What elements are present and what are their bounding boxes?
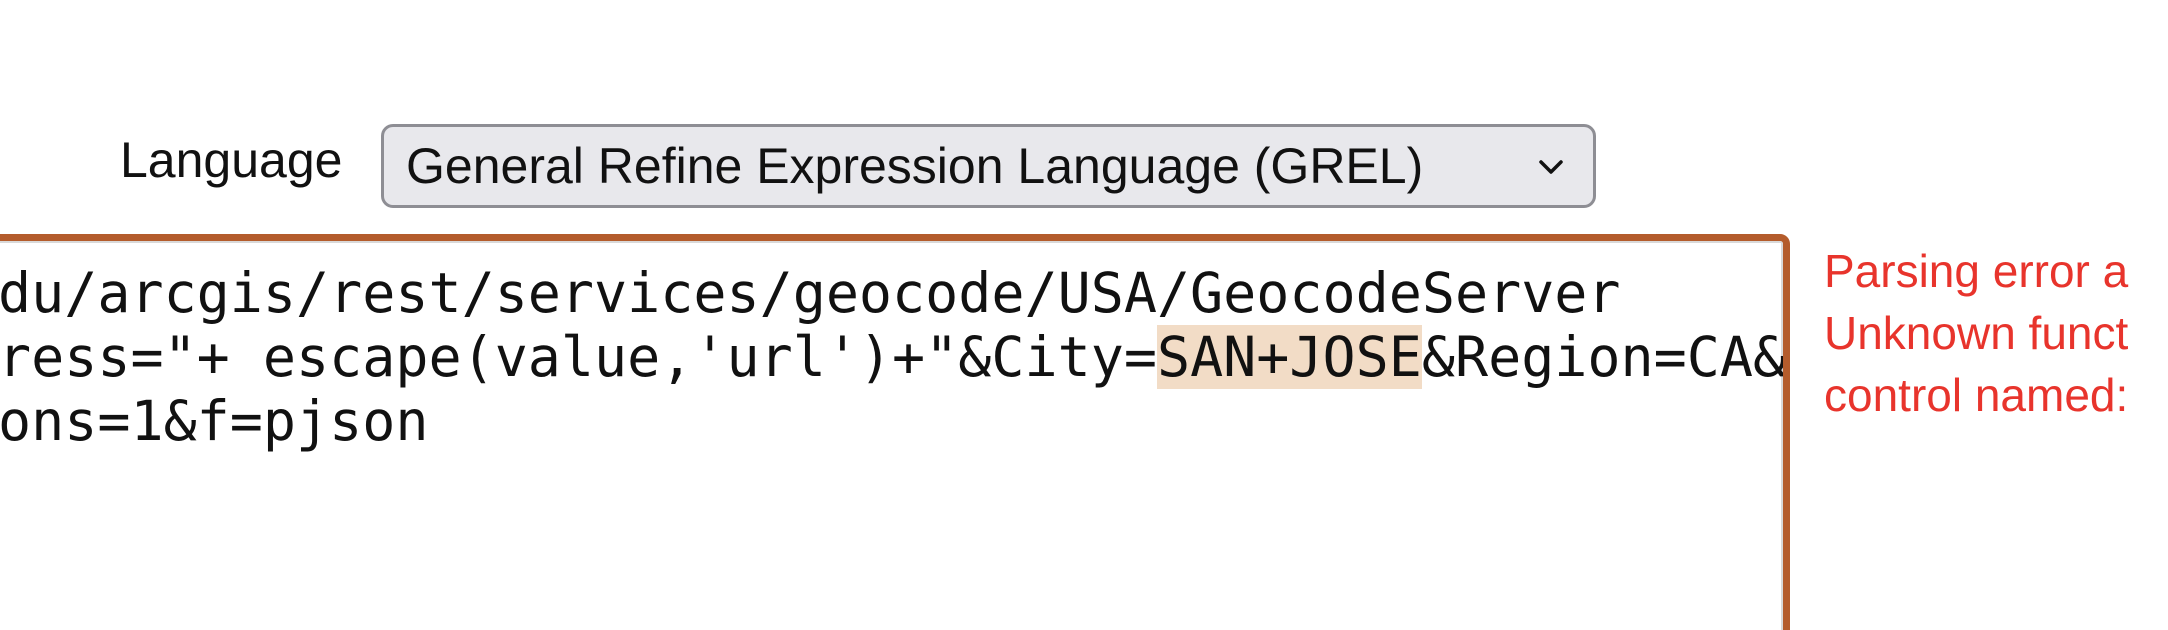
error-message-line-3: control named:: [1824, 369, 2129, 421]
error-message-line-2: Unknown funct: [1824, 307, 2129, 359]
code-line-1: du/arcgis/rest/services/geocode/USA/Geoc…: [0, 261, 1621, 325]
code-line-2-end: &Region=CA&: [1421, 325, 1787, 389]
code-line-2: ress="+ escape(value,'url')+"&City=SAN+J…: [0, 325, 1783, 389]
code-line-3: ons=1&f=pjson: [0, 389, 429, 453]
chevron-down-icon: [1539, 160, 1563, 174]
error-message-line-1: Parsing error a: [1824, 245, 2129, 297]
language-select[interactable]: General Refine Expression Language (GREL…: [381, 124, 1596, 208]
language-label: Language: [120, 132, 343, 188]
language-select-value: General Refine Expression Language (GREL…: [406, 138, 1424, 194]
textarea-inner-border: [0, 241, 1783, 630]
highlighted-match: SAN+JOSE: [1156, 325, 1422, 389]
expression-textarea[interactable]: du/arcgis/rest/services/geocode/USA/Geoc…: [0, 234, 1790, 630]
code-line-2-start: ress="+ escape(value,'url')+"&City=: [0, 325, 1157, 389]
